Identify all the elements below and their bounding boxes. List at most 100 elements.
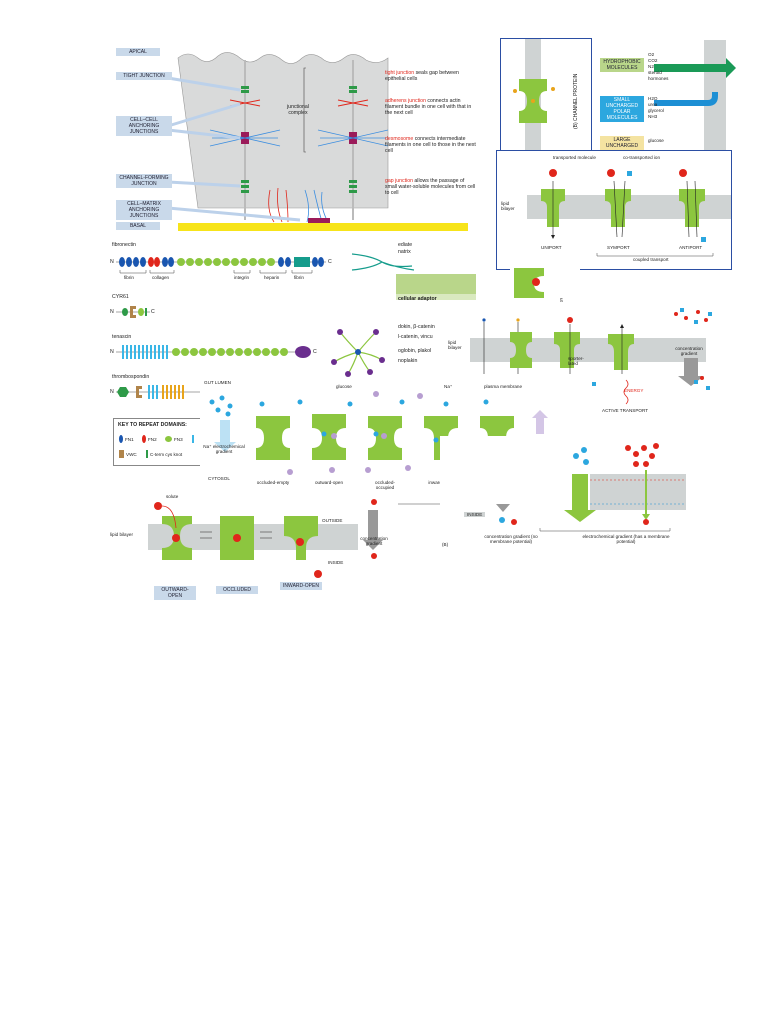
cyr61-c: C	[151, 309, 155, 315]
small-polar-tag: SMALL UNCHARGED POLAR MOLECULES	[600, 96, 644, 122]
apical-tag: APICAL	[116, 48, 160, 56]
egf-swatch	[192, 435, 194, 443]
na-label: Na⁺	[444, 384, 453, 389]
inward-open-tag: INWARD-OPEN	[280, 582, 322, 590]
cys-knot-swatch	[146, 450, 148, 458]
state-occluded-occupied: occluded-occupied	[375, 480, 395, 491]
fn1-swatch	[119, 435, 123, 443]
pa-lipid-bilayer-label: lipid bilayer	[448, 340, 462, 351]
tight-junction-desc: tight junction seals gap between epithel…	[385, 70, 459, 82]
channel-protein-box: (B) CHANNEL PROTEIN	[500, 38, 592, 152]
carrier-drawing	[148, 499, 383, 578]
inside-label: INSIDE	[328, 560, 344, 565]
fibronectin-c: C	[328, 259, 332, 265]
key-title: KEY TO REPEAT DOMAINS:	[118, 422, 187, 428]
hydrophobic-hormones: hormones	[648, 76, 669, 81]
state-occluded-empty-1: occluded-empty	[256, 480, 290, 485]
coupled-lipid-bilayer-label: lipid bilayer	[501, 201, 515, 212]
occluded-tag: OCCLUDED	[216, 586, 258, 594]
anchoring-junctions-tag: CELL–CELL ANCHORING JUNCTIONS	[116, 116, 172, 136]
permeability-drawing	[654, 40, 736, 150]
outside-label: OUTSIDE	[322, 518, 343, 523]
adherens-junction-desc: adherens junction connects actin filamen…	[385, 98, 472, 116]
adaptor-header: cellular adaptor	[398, 296, 437, 302]
key-cys-knot: C-term cys knot	[150, 452, 183, 457]
electrochem-gradient-caption: electrochemical gradient (has a membrane…	[582, 534, 670, 545]
epithelial-junctions-panel: APICAL BASAL TIGHT JUNCTION CELL–CELL AN…	[100, 40, 478, 238]
hydrophobic-o2: O2	[648, 52, 655, 57]
key-fn1: FN1	[125, 437, 134, 442]
cotransported-ion-label: co-transported ion	[623, 155, 661, 160]
protein-domains-drawing	[116, 253, 415, 399]
collagen-site: collagen	[152, 275, 170, 280]
uniport-label: UNIPORT	[541, 245, 562, 250]
thrombospondin-label: thrombospondin	[112, 374, 150, 380]
coupled-transport-box: transported molecule co-transported ion …	[496, 150, 732, 270]
matrix-junctions-tag: CELL–MATRIX ANCHORING JUNCTIONS	[116, 200, 172, 220]
gut-lumen-label: GUT LUMEN	[204, 380, 231, 385]
symport-label: SYMPORT	[607, 245, 630, 250]
conc-gradient-caption: concentration gradient (no membrane pote…	[484, 534, 538, 545]
adaptor-line-1: dokin, β-catenin	[398, 324, 435, 330]
epithelium-drawing	[167, 52, 468, 231]
adaptor-line-4: noplakin	[398, 358, 418, 364]
gap-junction-desc: gap junction allows the passage of small…	[385, 178, 476, 196]
large-uncharged-tag: LARGE UNCHARGED	[600, 136, 644, 150]
coupled-drawing	[527, 169, 731, 257]
repeat-domain-key: KEY TO REPEAT DOMAINS: FN1 FN2 FN3 VWC C…	[113, 418, 205, 466]
permeability-panel: HYDROPHOBIC MOLECULES O2 CO2 N2 steroid …	[596, 40, 736, 150]
energy-label: ENERGY	[624, 388, 644, 393]
polar-nh3: NH3	[648, 114, 658, 119]
channel-protein-vertical-label: (B) CHANNEL PROTEIN	[573, 73, 579, 129]
channel-drawing	[513, 39, 555, 151]
gradient-b-label: (B)	[442, 542, 449, 547]
hydrophobic-n2: N2	[648, 64, 654, 69]
adaptor-table: cellular adaptor	[396, 274, 476, 316]
transported-molecule-label: transported molecule	[553, 155, 596, 160]
fn3-swatch	[165, 436, 172, 442]
plasma-membrane-label: plasma membrane	[484, 384, 523, 389]
basal-tag: BASAL	[116, 222, 160, 230]
carrier-lipid-bilayer-label: lipid bilayer	[110, 532, 133, 537]
key-fn3: FN3	[174, 437, 183, 442]
transporter-mediated-label: sporter-lated	[568, 356, 584, 367]
tenascin-n: N	[110, 349, 114, 355]
solute-binding-fragment-label: ute-bindin	[559, 298, 564, 302]
vwc-swatch	[119, 450, 124, 458]
key-fn2: FN2	[148, 437, 157, 442]
solute-binding-drawing	[514, 268, 544, 298]
pa-conc-gradient-label: concentration gradient	[675, 346, 703, 357]
gradient-inside-label: INSIDE	[464, 512, 486, 518]
glucose-label: glucose	[336, 384, 352, 389]
tenascin-c: C	[313, 349, 317, 355]
polar-glycerol: glycerol	[648, 108, 664, 113]
polar-urea: urea	[648, 102, 658, 107]
passive-active-drawing	[470, 308, 712, 405]
tight-junction-tag: TIGHT JUNCTION	[116, 72, 172, 80]
hydrophobic-co2: CO2	[648, 58, 658, 63]
fragment-mediate: ediate	[398, 242, 413, 248]
fn2-swatch	[142, 435, 146, 443]
gradient-panel: INSIDE (B) concentration gradient (no me…	[440, 436, 690, 556]
carrier-conc-gradient-label: concentration gradient	[360, 536, 388, 547]
thrombospondin-n: N	[110, 389, 114, 395]
cyr61-label: CYR61	[112, 294, 129, 300]
key-vwc: VWC	[126, 452, 137, 457]
heparin-site: heparin	[264, 275, 280, 280]
cytosol-label: CYTOSOL	[208, 476, 230, 481]
solute-binding-fragment: ute-bindin	[510, 268, 580, 302]
antiport-label: ANTIPORT	[679, 245, 703, 250]
junctional-complex-label: junctional complex	[287, 104, 309, 116]
adaptor-line-3: oglobin, plakol	[398, 348, 432, 354]
hydrophobic-tag: HYDROPHOBIC MOLECULES	[600, 58, 644, 72]
adaptor-line-2: l-catenin, vincu	[398, 334, 433, 340]
fibronectin-n: N	[110, 259, 114, 265]
cyr61-n: N	[110, 309, 114, 315]
polar-h2o: H2O	[648, 96, 658, 101]
fragment-matrix: natrix	[398, 249, 411, 255]
desmosome-desc: desmosome connects intermediate filament…	[385, 136, 476, 154]
hydrophobic-steroid: steroid	[648, 70, 662, 75]
fibrin-site-1: fibrin	[124, 275, 134, 280]
na-gradient-label: Na⁺ electrochemical gradient	[203, 444, 245, 455]
state-outward-open: outward-open	[314, 480, 344, 485]
